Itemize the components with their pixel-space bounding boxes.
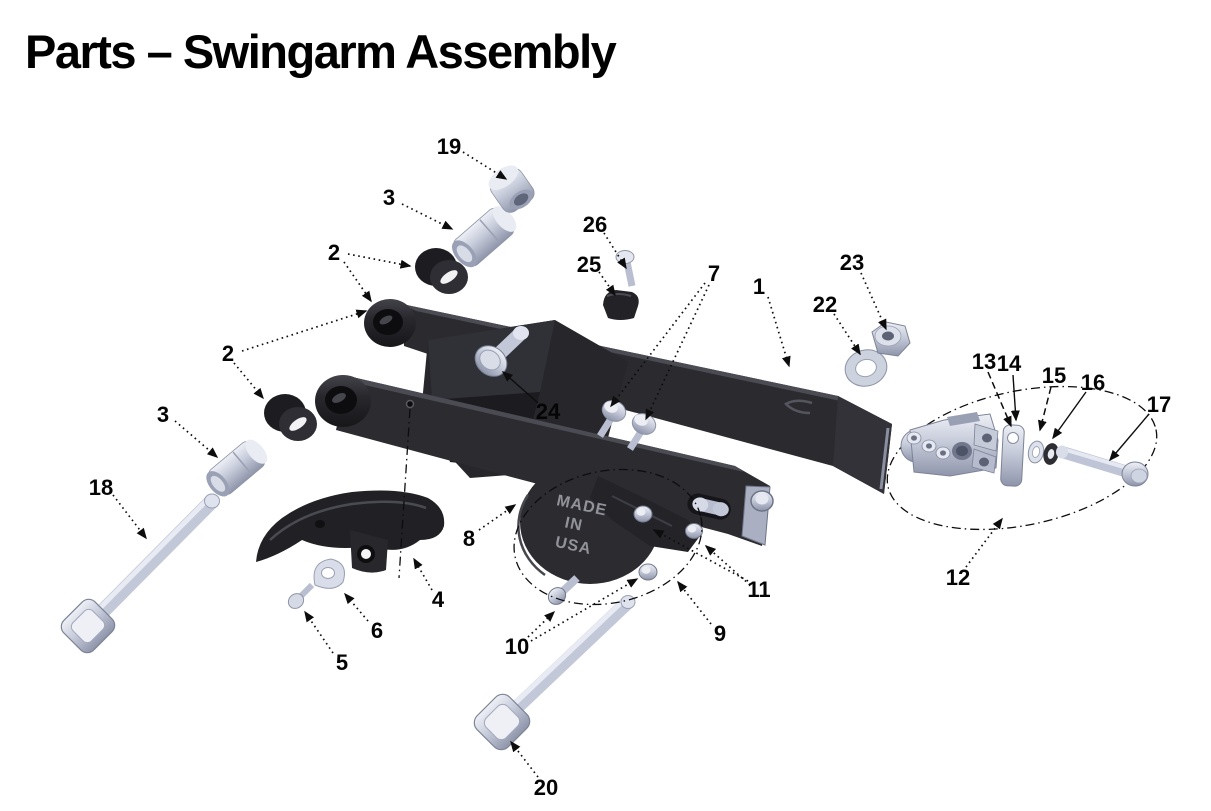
part-12-adjuster-group [886, 385, 1158, 531]
part-4-chain-slider [256, 490, 445, 573]
callout-14: 14 [997, 351, 1022, 376]
part-3-spacer-left [206, 439, 268, 497]
leader-line-20 [510, 740, 539, 778]
part-20-axle-bolt [473, 595, 636, 751]
leader-line-6 [344, 592, 369, 622]
callout-17: 17 [1147, 392, 1171, 417]
leader-line-3 [401, 203, 454, 230]
callout-11: 11 [747, 577, 770, 602]
callout-5: 5 [336, 650, 348, 675]
leader-line-2 [343, 261, 372, 303]
swingarm-near-arm-highlight [348, 376, 744, 472]
leader-line-23 [860, 272, 887, 331]
callout-7: 7 [708, 261, 720, 286]
callout-24: 24 [536, 399, 561, 424]
near-pivot-bushing-slot [332, 393, 346, 403]
callout-8: 8 [463, 526, 475, 551]
callout-18: 18 [89, 475, 113, 500]
part-7-bolts [597, 400, 657, 451]
part-15-washer [1027, 440, 1045, 464]
part-1-swingarm [315, 299, 892, 546]
leader-line-24 [501, 371, 539, 404]
leader-line-15 [1037, 386, 1052, 432]
adjuster-group-ellipse [886, 385, 1158, 531]
callout-23: 23 [840, 250, 864, 275]
callout-25: 25 [577, 252, 601, 277]
leader-line-13 [987, 371, 1012, 428]
callout-3: 3 [383, 185, 395, 210]
part-6-washer [313, 558, 345, 589]
swingarm-far-arm-end [833, 396, 892, 494]
callout-22: 22 [813, 292, 837, 317]
swingarm-slot-mark [783, 399, 813, 415]
part-2-bushing-top [415, 248, 468, 294]
leader-line-14 [1010, 374, 1020, 422]
leader-line-1 [767, 296, 791, 368]
slider-mount-hole [405, 399, 415, 409]
swingarm-near-arm [336, 376, 770, 546]
part-14-plate [1000, 424, 1025, 487]
callout-19: 19 [437, 134, 461, 159]
callout-9: 9 [714, 621, 726, 646]
callout-15: 15 [1042, 363, 1066, 388]
callout-1: 1 [753, 274, 765, 299]
part-25-bumper [603, 290, 639, 320]
leader-line-17 [1109, 413, 1150, 462]
leader-line-18 [112, 494, 147, 540]
callout-26: 26 [583, 212, 607, 237]
part-17-bolt [1056, 445, 1149, 487]
callout-13: 13 [972, 349, 996, 374]
callout-3: 3 [157, 402, 169, 427]
axle-nut-face [755, 493, 769, 505]
leader-line-19 [462, 151, 508, 180]
part-16-ring [1043, 443, 1059, 465]
part-11-bolts [633, 505, 703, 539]
leader-line-9 [677, 580, 712, 625]
callout-12: 12 [946, 565, 970, 590]
part-23-nut [871, 321, 911, 357]
callout-16: 16 [1081, 370, 1105, 395]
callout-6: 6 [371, 618, 383, 643]
part-5-bolt [287, 582, 315, 609]
leader-line-10 [527, 610, 556, 638]
leader-line-12 [965, 517, 1003, 568]
leader-line-8 [478, 504, 517, 531]
swingarm-end-edge [879, 427, 890, 490]
bolt-24-tip [513, 326, 529, 340]
part-22-washer [844, 349, 888, 387]
leader-line-2 [233, 362, 264, 400]
part-2-bushing-left [264, 394, 317, 441]
leader-line-16 [1052, 391, 1087, 440]
part-10-bolts [547, 563, 658, 605]
page-title: Parts – Swingarm Assembly [25, 25, 617, 78]
callout-2: 2 [328, 240, 340, 265]
callout-2: 2 [222, 341, 234, 366]
leader-line-3 [174, 420, 219, 458]
bolt-24-head [479, 349, 501, 371]
part-8-disc-guard: MADE IN USA [517, 460, 703, 605]
leader-line-7 [645, 284, 710, 421]
part-18-pivot-bolt [60, 493, 220, 654]
leader-line-11 [704, 545, 751, 586]
leader-line-5 [304, 610, 334, 654]
guard-group-ellipse [513, 468, 703, 606]
leader-line-22 [833, 313, 861, 356]
far-pivot-bushing-slot [379, 315, 393, 325]
stamp-line-2: IN [563, 514, 584, 534]
leader-line-11 [652, 529, 749, 582]
callout-4: 4 [432, 587, 445, 612]
callout-10: 10 [505, 634, 529, 659]
callout-20: 20 [534, 775, 558, 800]
leader-line-4 [413, 557, 433, 591]
leader-line-2 [347, 253, 412, 269]
near-arm-axle-slot [687, 493, 731, 520]
part-3-spacer-top [451, 206, 517, 268]
part-13-adjuster-block [900, 412, 999, 477]
guard-disc-edge [517, 494, 546, 577]
leader-line-2 [241, 309, 368, 352]
